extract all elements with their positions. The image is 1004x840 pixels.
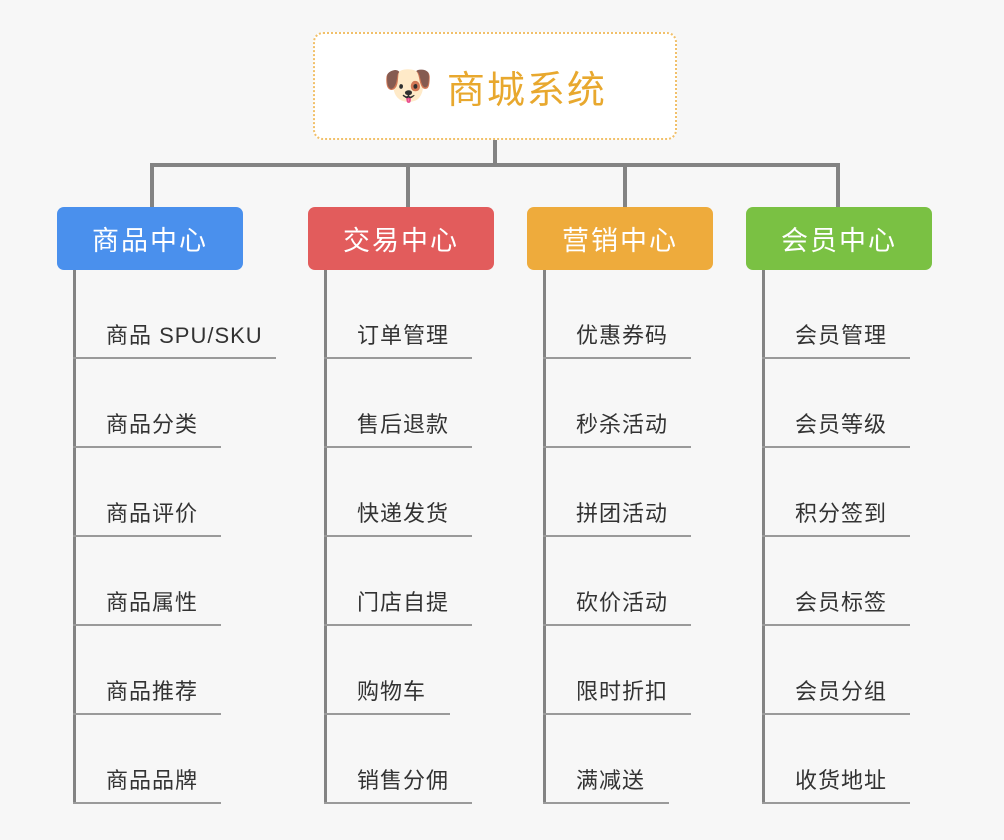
- leaf-item[interactable]: 会员标签: [762, 537, 910, 626]
- leaf-item-underline: [762, 624, 910, 626]
- leaf-item-label: 积分签到: [795, 501, 888, 526]
- leaf-item[interactable]: 门店自提: [324, 537, 472, 626]
- leaf-item-label: 商品评价: [106, 501, 199, 526]
- leaf-item[interactable]: 优惠券码: [543, 270, 691, 359]
- leaf-item-underline: [762, 535, 910, 537]
- leaf-item-underline: [762, 713, 910, 715]
- leaf-item-underline: [543, 802, 669, 804]
- leaf-item-underline: [324, 624, 472, 626]
- leaf-item[interactable]: 商品品牌: [73, 715, 221, 804]
- dog-face-icon: 🐶: [383, 64, 433, 108]
- leaf-item[interactable]: 拼团活动: [543, 448, 691, 537]
- leaf-item[interactable]: 售后退款: [324, 359, 472, 448]
- leaf-item-underline: [762, 446, 910, 448]
- leaf-item[interactable]: 限时折扣: [543, 626, 691, 715]
- leaf-item-underline: [543, 624, 691, 626]
- leaf-spine-member-center: [762, 270, 765, 804]
- connector-drop-trade-center: [406, 163, 410, 209]
- leaf-item-label: 会员标签: [795, 590, 888, 615]
- category-label: 交易中心: [343, 226, 459, 256]
- leaf-item-label: 商品品牌: [106, 768, 199, 793]
- category-box-member-center[interactable]: 会员中心: [746, 207, 932, 270]
- leaf-item[interactable]: 商品评价: [73, 448, 221, 537]
- leaf-item-underline: [543, 446, 691, 448]
- leaf-item-label: 拼团活动: [576, 501, 669, 526]
- connector-root-stem: [493, 140, 497, 166]
- leaf-item-underline: [73, 624, 221, 626]
- leaf-item[interactable]: 订单管理: [324, 270, 472, 359]
- leaf-spine-marketing-center: [543, 270, 546, 804]
- leaf-item-label: 秒杀活动: [576, 412, 669, 437]
- leaf-item[interactable]: 积分签到: [762, 448, 910, 537]
- leaf-item-label: 商品分类: [106, 412, 199, 437]
- root-node[interactable]: 🐶 商城系统: [313, 32, 677, 140]
- leaf-item[interactable]: 秒杀活动: [543, 359, 691, 448]
- leaf-item-label: 购物车: [357, 679, 427, 704]
- leaf-item[interactable]: 收货地址: [762, 715, 910, 804]
- category-label: 营销中心: [562, 226, 678, 256]
- leaf-item-underline: [543, 535, 691, 537]
- leaf-item-underline: [73, 535, 221, 537]
- leaf-item-label: 快递发货: [357, 501, 450, 526]
- root-title: 商城系统: [446, 69, 607, 112]
- leaf-item[interactable]: 商品属性: [73, 537, 221, 626]
- leaf-item-underline: [324, 713, 450, 715]
- leaf-item-label: 优惠券码: [576, 323, 669, 348]
- category-label: 会员中心: [781, 226, 897, 256]
- leaf-item[interactable]: 商品 SPU/SKU: [73, 270, 276, 359]
- leaf-item-label: 满减送: [576, 768, 646, 793]
- leaf-item-underline: [324, 446, 472, 448]
- leaf-item[interactable]: 会员分组: [762, 626, 910, 715]
- leaf-item-underline: [73, 802, 221, 804]
- category-box-product-center[interactable]: 商品中心: [57, 207, 243, 270]
- leaf-item-underline: [73, 357, 276, 359]
- leaf-item-label: 会员管理: [795, 323, 888, 348]
- leaf-item-label: 限时折扣: [576, 679, 669, 704]
- leaf-item[interactable]: 会员管理: [762, 270, 910, 359]
- leaf-item-label: 会员分组: [795, 679, 888, 704]
- connector-horizontal-bus: [150, 163, 836, 167]
- leaf-item[interactable]: 商品推荐: [73, 626, 221, 715]
- leaf-item-label: 商品 SPU/SKU: [106, 323, 263, 348]
- leaf-item-label: 售后退款: [357, 412, 450, 437]
- leaf-item-label: 商品属性: [106, 590, 199, 615]
- leaf-item-label: 商品推荐: [106, 679, 199, 704]
- leaf-item-underline: [762, 357, 910, 359]
- leaf-item-underline: [543, 713, 691, 715]
- leaf-item-underline: [73, 713, 221, 715]
- leaf-item-label: 订单管理: [357, 323, 450, 348]
- leaf-item[interactable]: 砍价活动: [543, 537, 691, 626]
- leaf-item-underline: [543, 357, 691, 359]
- category-box-trade-center[interactable]: 交易中心: [308, 207, 494, 270]
- leaf-item-label: 砍价活动: [576, 590, 669, 615]
- connector-drop-product-center: [150, 163, 154, 209]
- leaf-item-underline: [324, 357, 472, 359]
- leaf-item[interactable]: 商品分类: [73, 359, 221, 448]
- leaf-item[interactable]: 购物车: [324, 626, 450, 715]
- category-label: 商品中心: [92, 226, 208, 256]
- leaf-item[interactable]: 销售分佣: [324, 715, 472, 804]
- leaf-item-underline: [73, 446, 221, 448]
- leaf-item-label: 会员等级: [795, 412, 888, 437]
- leaf-item-label: 收货地址: [795, 768, 888, 793]
- connector-drop-member-center: [836, 163, 840, 209]
- leaf-item-label: 销售分佣: [357, 768, 450, 793]
- leaf-item[interactable]: 满减送: [543, 715, 669, 804]
- leaf-item-underline: [324, 535, 472, 537]
- leaf-spine-trade-center: [324, 270, 327, 804]
- leaf-item-underline: [324, 802, 472, 804]
- category-box-marketing-center[interactable]: 营销中心: [527, 207, 713, 270]
- leaf-item-label: 门店自提: [357, 590, 450, 615]
- leaf-spine-product-center: [73, 270, 76, 804]
- leaf-item[interactable]: 快递发货: [324, 448, 472, 537]
- leaf-item[interactable]: 会员等级: [762, 359, 910, 448]
- connector-drop-marketing-center: [623, 163, 627, 209]
- leaf-item-underline: [762, 802, 910, 804]
